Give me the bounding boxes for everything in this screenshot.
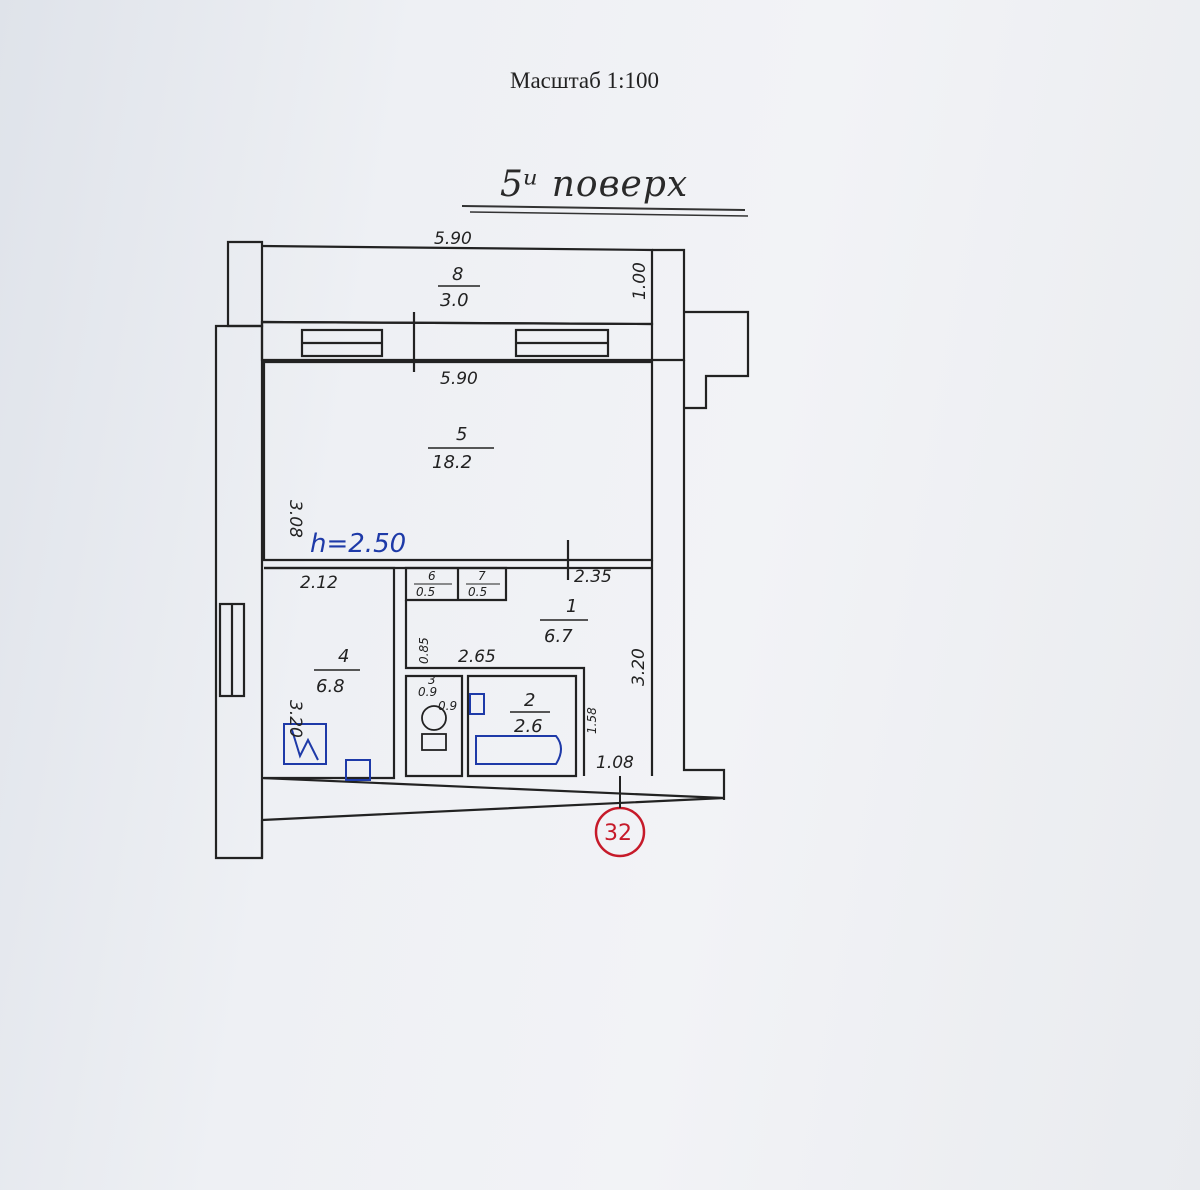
room-4-outline: [264, 566, 396, 780]
title-underline: [461, 205, 746, 211]
gas-meter-icon: [345, 759, 371, 781]
room-6-number: 6: [428, 569, 436, 583]
dim-room4-width: 2.12: [300, 573, 338, 593]
wall-left: [214, 324, 264, 860]
bath-outline: [466, 674, 578, 778]
height-note: h=2.50: [310, 529, 406, 559]
dim-room5-depth: 3.08: [285, 500, 305, 538]
room-7-area: 0.5: [468, 585, 487, 599]
dim-closet-depth: 0.85: [417, 637, 431, 664]
dim-room5-width: 5.90: [440, 369, 478, 389]
dim-bath-depth: 1.58: [585, 707, 599, 734]
dim-room1-width: 2.35: [574, 567, 612, 587]
bathtub-icon: [475, 735, 562, 765]
chimney: [684, 310, 750, 410]
room-2-number: 2: [524, 690, 535, 711]
room-5-area: 18.2: [432, 452, 472, 473]
stove-symbol: [291, 729, 319, 761]
dim-wc-width: 0.9: [418, 685, 437, 699]
room-7-number: 7: [478, 569, 486, 583]
wall-right: [682, 360, 726, 800]
corridor-wall: [404, 600, 586, 776]
wall-bottom: [261, 776, 725, 822]
dim-corridor-width: 2.65: [458, 647, 496, 667]
closets-outline: [404, 566, 508, 602]
stove-icon: [283, 723, 327, 765]
toilet-icon: [421, 705, 447, 731]
floor-title: 5ᵘ поверх: [500, 164, 689, 205]
room-4-number: 4: [338, 646, 349, 667]
dim-room1-depth: 3.20: [629, 648, 649, 686]
sink-icon: [469, 693, 485, 715]
dim-top-width: 5.90: [434, 229, 472, 249]
dim-room4-depth: 3.20: [285, 700, 305, 738]
room-8-number: 8: [452, 264, 463, 285]
title-underline-2: [469, 211, 749, 217]
room-3-number: 3: [428, 673, 436, 687]
wall-balcony: [260, 320, 654, 362]
room-1-area: 6.7: [544, 626, 573, 647]
wc-outline: [404, 674, 464, 778]
wall-left-top: [226, 240, 264, 328]
room-6-area: 0.5: [416, 585, 435, 599]
stamp-number: 32: [604, 821, 632, 846]
room-2-area: 2.6: [514, 716, 543, 737]
dim-balcony-depth: 1.00: [630, 262, 650, 300]
room-5-number: 5: [456, 424, 467, 445]
toilet-tank: [421, 733, 447, 751]
balcony-outline: [261, 244, 654, 326]
room-4-area: 6.8: [316, 676, 345, 697]
room-1-number: 1: [566, 596, 577, 617]
scale-label: Масштаб 1:100: [510, 68, 659, 93]
room-8-area: 3.0: [440, 290, 469, 311]
dim-entry-width: 1.08: [596, 753, 634, 773]
room-3-area: 0.9: [438, 699, 457, 713]
wall-right-top: [652, 248, 686, 362]
